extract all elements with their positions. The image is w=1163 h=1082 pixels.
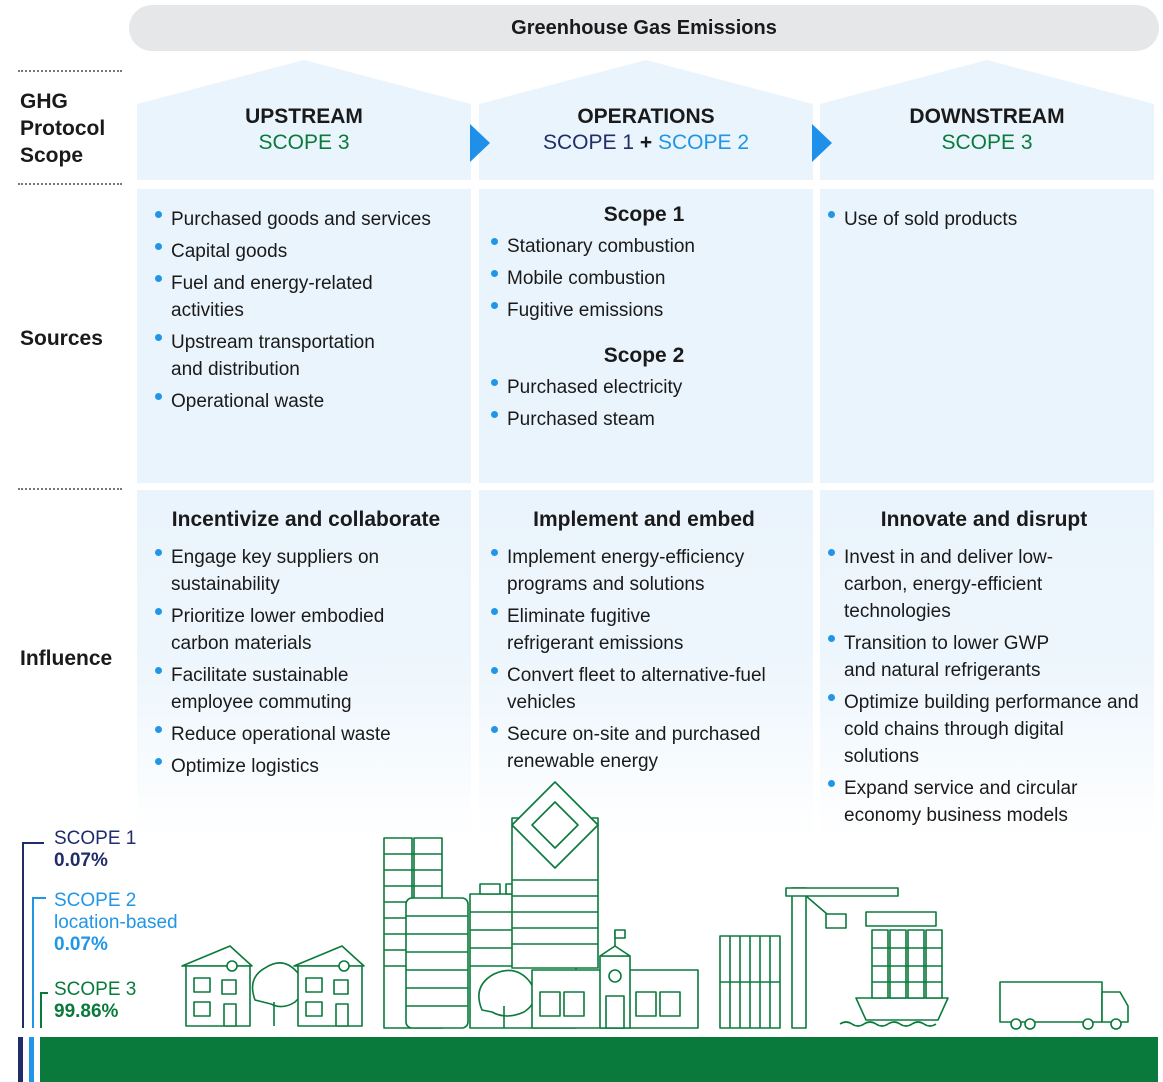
row-label-sources: Sources bbox=[20, 327, 103, 350]
flow-arrow-icon bbox=[470, 124, 490, 162]
upstream-heading: UPSTREAM bbox=[245, 105, 363, 128]
operations-influence-list: Implement energy-efficiency programs and… bbox=[485, 544, 785, 775]
operations-scope-2: SCOPE 2 bbox=[657, 131, 750, 154]
operations-scope-1: SCOPE 1 bbox=[542, 131, 635, 154]
scope-3-percentage: 99.86% bbox=[54, 1001, 119, 1022]
list-item: Mobile combustion bbox=[485, 265, 803, 292]
row-label-line: GHG bbox=[20, 90, 68, 113]
scope-1-bracket bbox=[22, 842, 44, 1028]
scope-1-legend: SCOPE 1 0.07% bbox=[54, 828, 136, 872]
tree-icon bbox=[251, 962, 305, 1026]
list-item: Purchased goods and services bbox=[149, 206, 461, 233]
upstream-influence-panel: Incentivize and collaborate Engage key s… bbox=[137, 506, 471, 785]
operations-influence-bg bbox=[479, 490, 813, 840]
downstream-influence-heading: Innovate and disrupt bbox=[880, 508, 1088, 531]
operations-header: OPERATIONS SCOPE 1 + SCOPE 2 bbox=[479, 60, 813, 180]
operations-influence-heading: Implement and embed bbox=[533, 508, 755, 531]
scope-3-label: SCOPE 3 bbox=[54, 979, 137, 1000]
list-item: Optimize logistics bbox=[149, 753, 419, 780]
scope-2-bracket bbox=[32, 897, 46, 1028]
downstream-header: DOWNSTREAM SCOPE 3 bbox=[820, 60, 1154, 180]
port-crane-icon bbox=[785, 887, 899, 1029]
upstream-sources-list: Purchased goods and services Capital goo… bbox=[149, 206, 461, 415]
list-item: Expand service and circular economy busi… bbox=[822, 775, 1102, 829]
upstream-header: UPSTREAM SCOPE 3 bbox=[137, 60, 471, 180]
list-item: Optimize building performance and cold c… bbox=[822, 689, 1142, 770]
downstream-scope: SCOPE 3 bbox=[941, 131, 1033, 154]
list-item: Upstream transportation and distribution bbox=[149, 329, 409, 383]
operations-influence-panel: Implement and embed Implement energy-eff… bbox=[479, 506, 813, 780]
list-item: Convert fleet to alternative-fuel vehicl… bbox=[485, 662, 775, 716]
house-shape bbox=[137, 60, 471, 180]
house-shape bbox=[820, 60, 1154, 180]
warehouse-icon bbox=[719, 935, 781, 1029]
row-label-line: Protocol bbox=[20, 117, 106, 140]
flow-arrow-icon bbox=[812, 124, 832, 162]
scope-2-sources-list: Purchased electricity Purchased steam bbox=[485, 374, 803, 433]
scope-1-bar bbox=[18, 1037, 23, 1082]
list-item: Facilitate sustainable employee commutin… bbox=[149, 662, 419, 716]
school-icon bbox=[531, 929, 699, 1029]
operations-sources-panel: Scope 1 Stationary combustion Mobile com… bbox=[479, 189, 813, 483]
list-item: Engage key suppliers on sustainability bbox=[149, 544, 419, 598]
divider bbox=[18, 488, 122, 490]
list-item: Purchased steam bbox=[485, 406, 803, 433]
row-label-line: Scope bbox=[20, 144, 84, 167]
list-item: Invest in and deliver low-carbon, energy… bbox=[822, 544, 1072, 625]
city-skyline-illustration bbox=[181, 781, 1129, 1030]
scope-1-subheading: Scope 1 bbox=[603, 203, 685, 226]
scope-2-subheading: Scope 2 bbox=[603, 344, 685, 367]
downstream-heading: DOWNSTREAM bbox=[909, 105, 1065, 128]
downstream-influence-list: Invest in and deliver low-carbon, energy… bbox=[822, 544, 1146, 829]
upstream-influence-heading: Incentivize and collaborate bbox=[171, 508, 441, 531]
list-item: Eliminate fugitive refrigerant emissions bbox=[485, 603, 695, 657]
upstream-scope: SCOPE 3 bbox=[258, 131, 350, 154]
upstream-sources-panel: Purchased goods and services Capital goo… bbox=[137, 189, 471, 483]
tree-icon bbox=[478, 969, 536, 1028]
tower-icon bbox=[511, 781, 599, 969]
scope-1-label: SCOPE 1 bbox=[54, 828, 137, 849]
list-item: Prioritize lower embodied carbon materia… bbox=[149, 603, 419, 657]
row-label-influence: Influence bbox=[20, 647, 113, 670]
office-building-icon bbox=[405, 897, 469, 1029]
row-label-ghg-scope: GHG Protocol Scope bbox=[20, 88, 105, 169]
scope-3-legend: SCOPE 3 99.86% bbox=[54, 979, 136, 1023]
list-item: Implement energy-efficiency programs and… bbox=[485, 544, 785, 598]
house-icon bbox=[293, 945, 365, 1027]
scope-2-label: SCOPE 2 bbox=[54, 890, 137, 911]
scope-1-percentage: 0.07% bbox=[54, 850, 108, 871]
scope-3-bar bbox=[40, 1037, 1158, 1082]
scope-2-bar bbox=[29, 1037, 34, 1082]
upstream-influence-bg bbox=[137, 490, 471, 840]
scope-2-sublabel: location-based bbox=[54, 912, 178, 933]
cargo-ship-icon bbox=[839, 911, 949, 1027]
downstream-sources-list: Use of sold products bbox=[822, 206, 1144, 233]
scope-2-percentage: 0.07% bbox=[54, 934, 108, 955]
upstream-influence-list: Engage key suppliers on sustainability P… bbox=[149, 544, 419, 780]
list-item: Use of sold products bbox=[822, 206, 1144, 233]
house-shape bbox=[479, 60, 813, 180]
list-item: Purchased electricity bbox=[485, 374, 803, 401]
list-item: Fuel and energy-related activities bbox=[149, 270, 409, 324]
downstream-influence-panel: Innovate and disrupt Invest in and deliv… bbox=[820, 506, 1154, 834]
scope-1-sources-list: Stationary combustion Mobile combustion … bbox=[485, 233, 803, 324]
downstream-influence-bg bbox=[820, 490, 1154, 840]
scope-2-legend: SCOPE 2 location-based 0.07% bbox=[54, 890, 178, 956]
operations-heading: OPERATIONS bbox=[577, 105, 715, 128]
downstream-sources-panel: Use of sold products bbox=[820, 189, 1154, 483]
operations-plus: + bbox=[639, 131, 653, 154]
divider bbox=[18, 183, 122, 185]
house-icon bbox=[181, 945, 253, 1027]
list-item: Transition to lower GWP and natural refr… bbox=[822, 630, 1072, 684]
list-item: Stationary combustion bbox=[485, 233, 803, 260]
list-item: Operational waste bbox=[149, 388, 461, 415]
scope-3-bracket bbox=[40, 992, 48, 1028]
list-item: Secure on-site and purchased renewable e… bbox=[485, 721, 785, 775]
divider bbox=[18, 70, 122, 72]
list-item: Reduce operational waste bbox=[149, 721, 419, 748]
diagram-title: Greenhouse Gas Emissions bbox=[129, 5, 1159, 51]
list-item: Fugitive emissions bbox=[485, 297, 803, 324]
list-item: Capital goods bbox=[149, 238, 461, 265]
truck-icon bbox=[999, 981, 1129, 1030]
